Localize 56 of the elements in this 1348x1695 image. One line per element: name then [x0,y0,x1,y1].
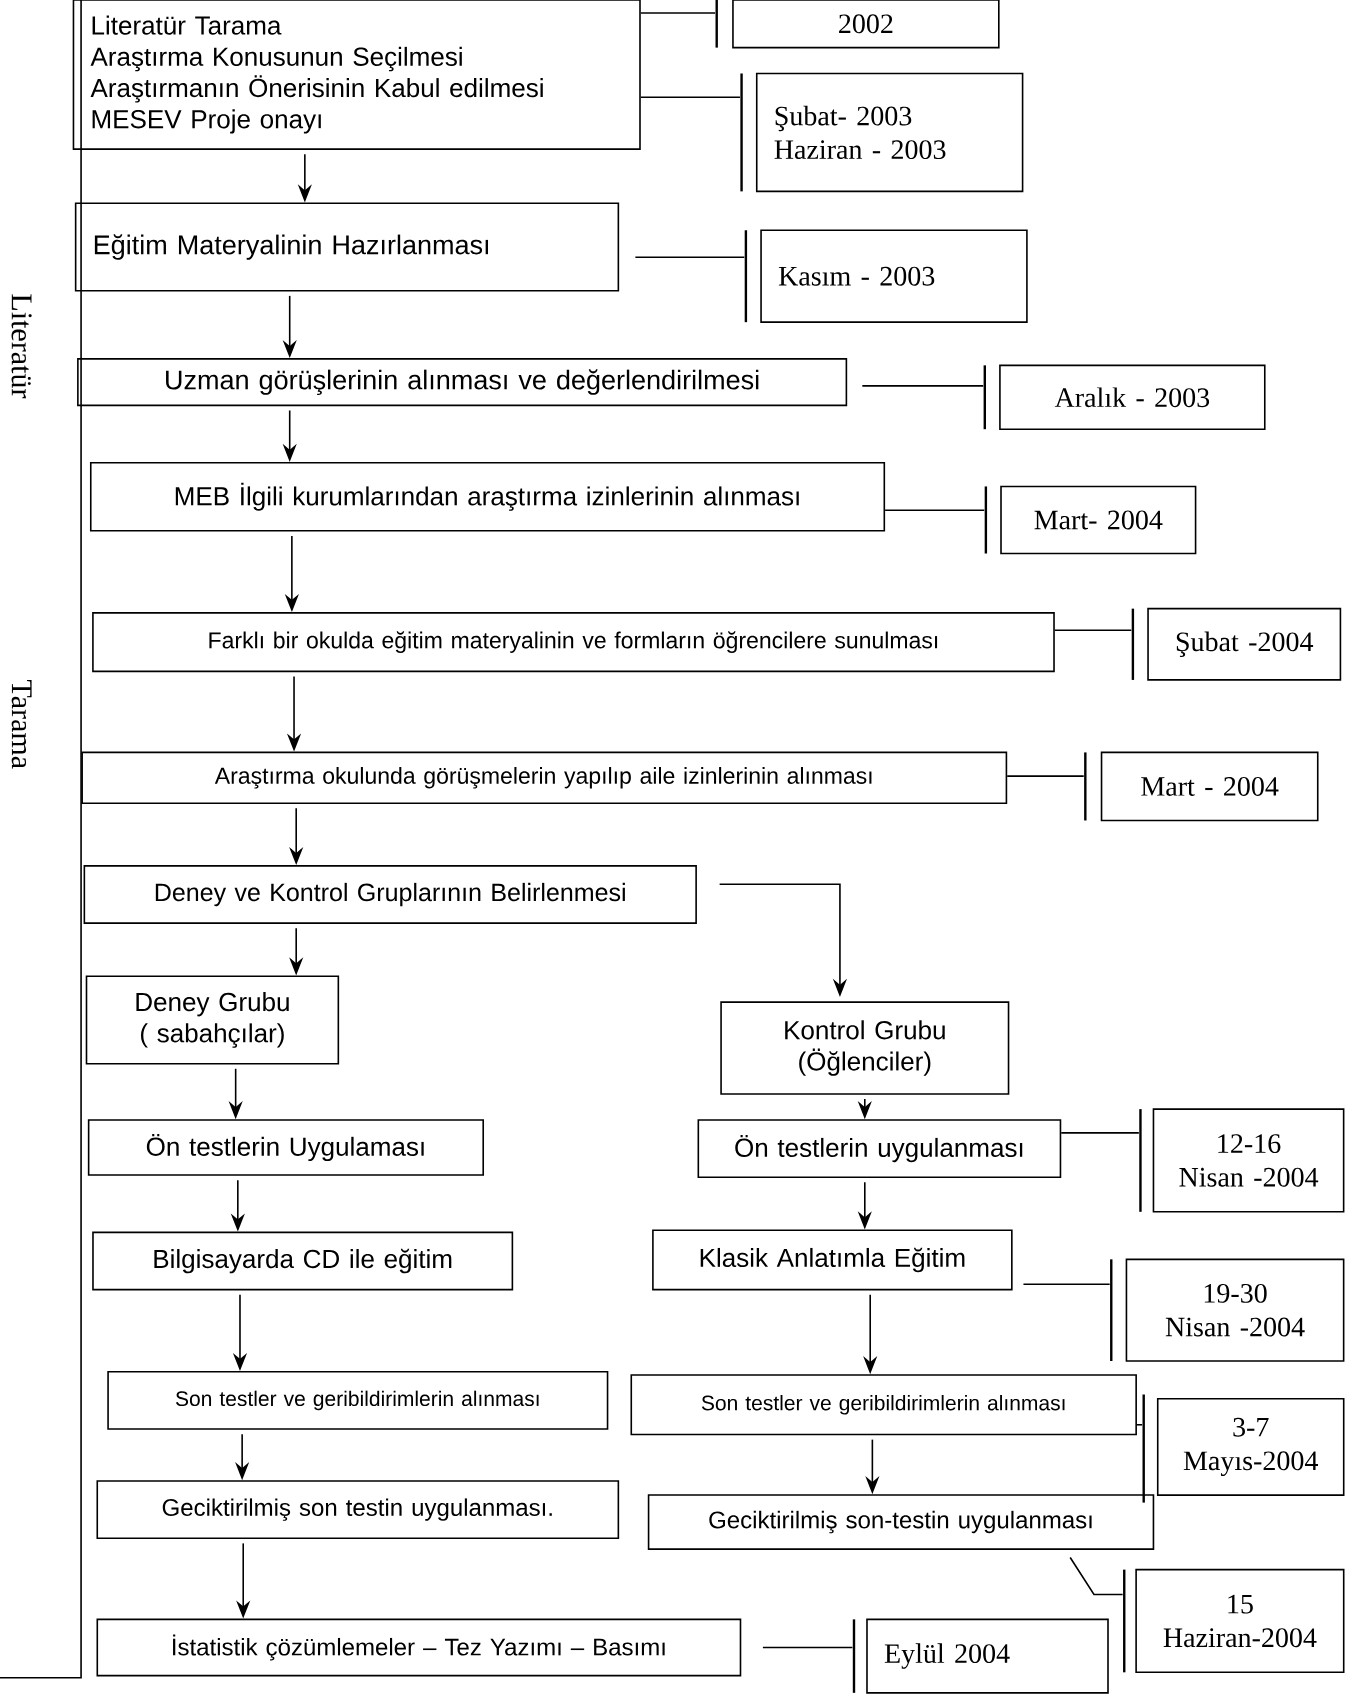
process-box: Klasik Anlatımla Eğitim [652,1229,1013,1291]
bracket-bar [1123,1569,1126,1673]
date-box: Şubat -2004 [1147,607,1342,681]
process-box: Deney Grubu ( sabahçılar) [85,975,340,1065]
bracket-bar [1084,752,1087,821]
process-box: Ön testlerin Uygulaması [87,1119,484,1176]
bracket-bar [715,0,718,48]
date-box: Eylül 2004 [866,1618,1109,1694]
process-box: Bilgisayarda CD ile eğitim [92,1231,514,1291]
process-box: Uzman görüşlerinin alınması ve değerlendirilmesi [77,358,848,407]
date-box: Şubat- 2003 Haziran - 2003 [755,72,1024,193]
process-box: Geciktirilmiş son testin uygulanması. [96,1480,620,1540]
connector-line [884,509,986,512]
bracket-bar [1142,1394,1145,1503]
process-box: Ön testlerin uygulanması [697,1119,1062,1178]
connector-line [762,1646,854,1649]
bracket-bar [1110,1259,1113,1362]
date-box: Mart - 2004 [1100,751,1319,822]
process-box: MEB İlgili kurumlarından araştırma izinlerinin alınması [89,461,886,532]
connector-line [1069,1556,1124,1596]
connector-line [1022,1283,1111,1286]
process-box: İstatistik çözümlemeler – Tez Yazımı – Basımı [96,1618,742,1677]
bracket-bar [984,486,988,554]
process-box: Deney ve Kontrol Gruplarının Belirlenmesi [83,865,697,924]
bracket-bar [1139,1109,1142,1212]
process-box: Literatür Tarama Araştırma Konusunun Seçilmesi Araştırmanın Önerisinin Kabul edilmesi MESEV Proje onayı [72,0,641,150]
side-label: Literatür [11,294,32,399]
side-label: Tarama [11,680,32,769]
process-box: Araştırma okulunda görüşmelerin yapılıp aile izinlerinin alınması [81,751,1008,804]
connector-line [640,96,741,99]
connector-line [1006,775,1085,777]
process-box: Eğitim Materyalinin Hazırlanması [74,202,620,292]
process-box: Geciktirilmiş son-testin uygulanması [647,1494,1155,1550]
date-box: Mart- 2004 [1000,485,1197,555]
date-box: 12-16 Nisan -2004 [1152,1108,1345,1213]
process-box: Son testler ve geribildirimlerin alınması [630,1374,1137,1436]
date-box: 2002 [732,0,1000,49]
connector-line [1060,1132,1140,1134]
date-box: Kasım - 2003 [760,229,1028,323]
bracket-bar [740,73,743,192]
process-box: Farklı bir okulda eğitim materyalinin ve formların öğrencilere sunulması [92,612,1055,673]
bracket-bar [852,1619,856,1693]
connector-line [1054,629,1133,632]
connector-line [861,385,984,387]
bracket-bar [1131,608,1135,680]
process-box: Son testler ve geribildirimlerin alınması [107,1371,609,1430]
connector-line [640,12,716,14]
date-box: 15 Haziran-2004 [1135,1568,1345,1674]
process-box: Kontrol Grubu (Öğlenciler) [720,1001,1010,1095]
connector-line [1136,1423,1143,1426]
bracket-bar [983,365,986,430]
date-box: Aralık - 2003 [999,364,1266,430]
connector-line [634,256,746,259]
bracket-bar [744,230,748,323]
date-box: 3-7 Mayıs-2004 [1156,1398,1345,1496]
date-box: 19-30 Nisan -2004 [1125,1258,1345,1362]
